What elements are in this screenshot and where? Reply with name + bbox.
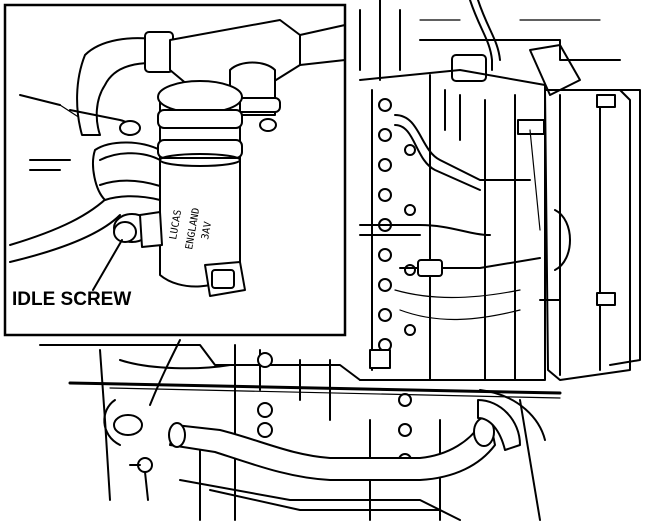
stamp-line-1: LUCAS xyxy=(168,209,184,241)
engine-assembly xyxy=(39,0,641,521)
idle-screw-label: IDLE SCREW xyxy=(12,289,131,310)
detail-inset: LUCAS ENGLAND 3AV IDLE SCREW xyxy=(3,3,347,337)
idle-screw xyxy=(113,211,163,248)
idle-screw-leader xyxy=(92,239,123,291)
rocker-bolts xyxy=(378,98,416,352)
stamp-line-3: 3AV xyxy=(200,221,214,241)
